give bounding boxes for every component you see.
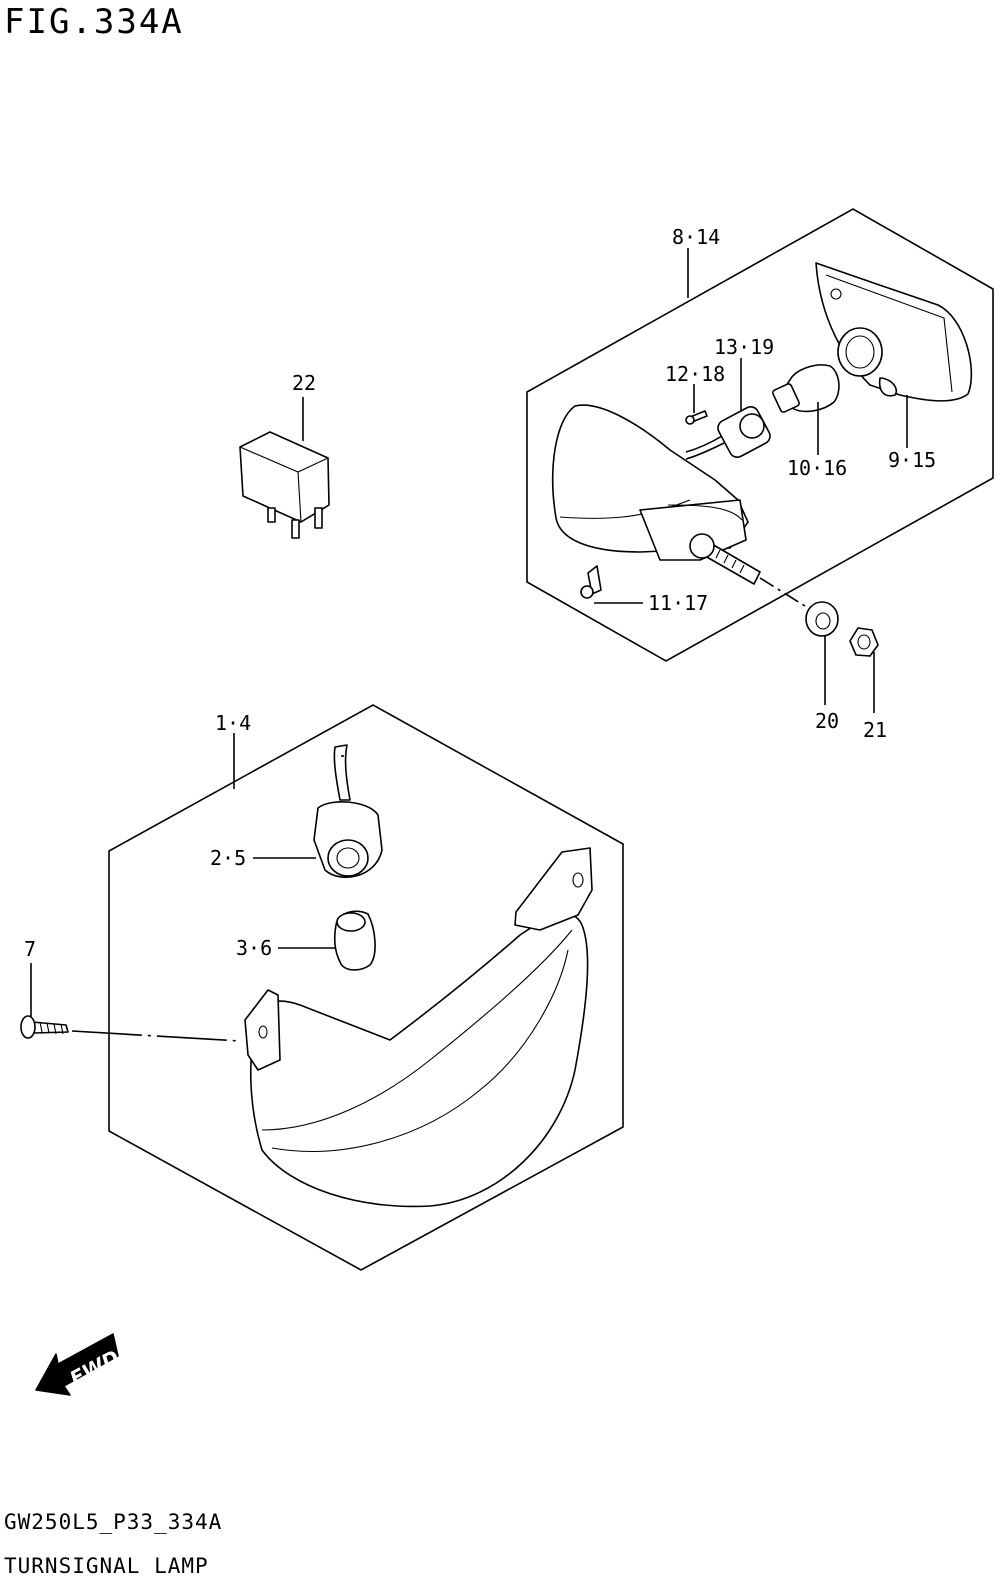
front-bulb bbox=[334, 910, 376, 971]
front-screw bbox=[20, 1015, 69, 1039]
callout-front-lamp-assy: 1·4 bbox=[215, 711, 251, 735]
callout-bulb-front: 3·6 bbox=[236, 936, 272, 960]
rear-lamp-housing bbox=[551, 404, 749, 561]
fwd-arrow-icon: FWD bbox=[35, 1333, 123, 1396]
rear-lens bbox=[815, 262, 973, 402]
figure-title: FIG.334A bbox=[4, 2, 184, 42]
front-lamp-body bbox=[244, 847, 593, 1208]
callout-screw-front: 7 bbox=[24, 937, 36, 961]
rear-bulb-socket bbox=[685, 406, 771, 460]
rear-bulb bbox=[772, 364, 840, 413]
figure-name: TURNSIGNAL LAMP bbox=[4, 1554, 209, 1578]
rear-mounting-stud bbox=[689, 533, 761, 585]
rear-screw bbox=[580, 565, 602, 599]
callout-washer: 20 bbox=[815, 709, 839, 733]
front-bulb-socket bbox=[313, 744, 383, 878]
callout-socket-rear: 13·19 bbox=[714, 335, 774, 359]
nut bbox=[849, 627, 879, 657]
figure-code: GW250L5_P33_334A bbox=[4, 1510, 223, 1534]
callout-socket-front: 2·5 bbox=[210, 846, 246, 870]
callout-nut: 21 bbox=[863, 718, 887, 742]
callout-screw-rear: 11·17 bbox=[648, 591, 708, 615]
washer bbox=[805, 601, 839, 637]
front-group-outline bbox=[108, 704, 624, 1271]
screw-small bbox=[685, 410, 708, 425]
callout-relay: 22 bbox=[292, 371, 316, 395]
callout-rear-lamp-assy: 8·14 bbox=[672, 225, 720, 249]
callout-bulb-rear: 10·16 bbox=[787, 456, 847, 480]
relay bbox=[239, 431, 330, 539]
callout-screw-small: 12·18 bbox=[665, 362, 725, 386]
rear-group-outline bbox=[526, 208, 994, 662]
callout-lens-rear: 9·15 bbox=[888, 448, 936, 472]
